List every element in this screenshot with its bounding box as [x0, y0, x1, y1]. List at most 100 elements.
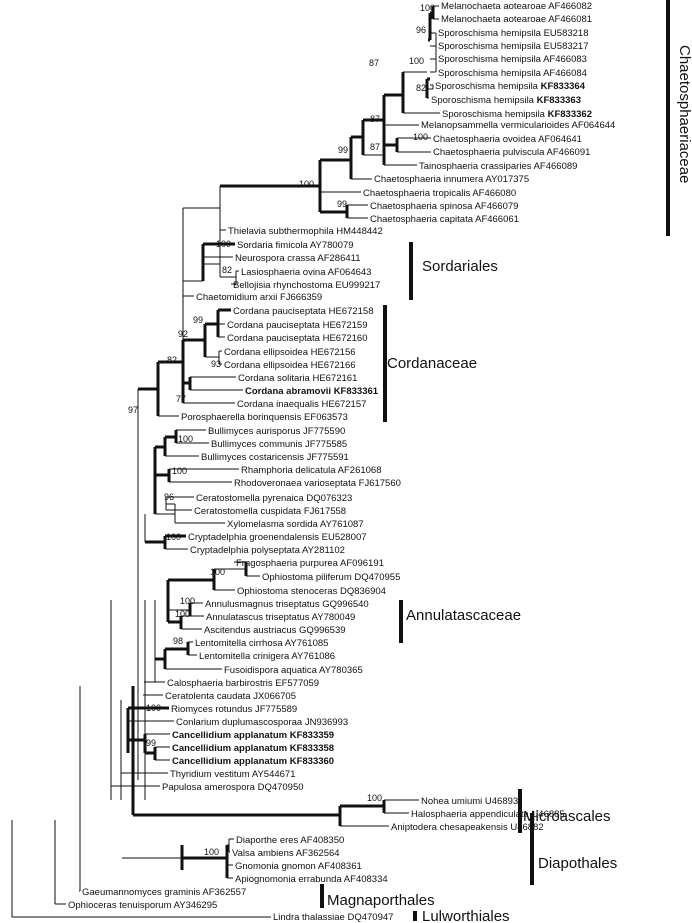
taxon-label: Aniptodera chesapeakensis U46882 [391, 822, 544, 833]
taxon-label: Rhodoveronaea varioseptata FJ617560 [234, 478, 401, 489]
taxon-label: Lentomitella cirrhosa AY761085 [195, 638, 328, 649]
taxon-label: Sporoschisma hemipsila AF466084 [438, 68, 587, 79]
taxon-label: Cryptadelphia polyseptata AY281102 [190, 545, 345, 556]
taxon-label: Riomyces rotundus JF775589 [171, 704, 297, 715]
taxon-name: Sporoschisma hemipsila [442, 109, 546, 120]
support-value: 99 [337, 199, 347, 209]
clade-bars [320, 0, 670, 921]
taxon-label: Sporoschisma hemipsila KF833364 [435, 81, 586, 92]
support-value: 99 [146, 738, 156, 748]
taxon-label: Sporoschisma hemipsila EU583217 [438, 41, 589, 52]
taxon-label: Tainosphaeria crassiparies AF466089 [419, 161, 577, 172]
support-value: 87 [370, 142, 380, 152]
taxon-label: Neurospora crassa AF286411 [235, 253, 361, 264]
taxon-label: Melanochaeta aotearoae AF466081 [441, 14, 592, 25]
taxon-accession: KF833362 [548, 109, 592, 120]
taxon-label: Ascitendus austriacus GQ996539 [204, 625, 346, 636]
taxon-label: Cordana ellipsoidea HE672166 [224, 360, 356, 371]
taxon-label: Thielavia subthermophila HM448442 [228, 226, 383, 237]
taxon-label: Melanochaeta aotearoae AF466082 [441, 1, 592, 12]
group-label-sordariales: Sordariales [422, 258, 498, 275]
taxon-label: Porosphaerella borinquensis EF063573 [181, 412, 348, 423]
taxon-label: Xylomelasma sordida AY761087 [227, 519, 364, 530]
tree-branches [11, 5, 440, 918]
taxon-accession: KF833363 [537, 95, 581, 106]
taxon-label: Halosphaeria appendiculata U46885 [411, 809, 565, 820]
taxon-label: Cancellidium applanatum KF833360 [172, 756, 334, 767]
taxon-label: Cordana inaequalis HE672157 [237, 399, 366, 410]
taxon-label: Chaetosphaeria tropicalis AF466080 [363, 188, 516, 199]
taxon-label: Chaetosphaeria pulviscula AF466091 [433, 147, 590, 158]
taxon-label: Ceratostomella cuspidata FJ617558 [194, 506, 346, 517]
taxon-label: Fragosphaeria purpurea AF096191 [236, 558, 384, 569]
taxon-label: Sporoschisma hemipsila EU583218 [438, 28, 589, 39]
taxon-label: Bullimyces communis JF775585 [211, 439, 347, 450]
group-label-magnaporthales: Magnaporthales [327, 892, 435, 909]
taxon-label: Cordana solitaria HE672161 [238, 373, 357, 384]
taxon-label: Lentomitella crinigera AY761086 [199, 651, 335, 662]
support-value: 77 [176, 394, 186, 404]
support-value: 100 [178, 434, 193, 444]
support-value: 100 [146, 703, 161, 713]
support-value: 96 [416, 25, 426, 35]
taxon-label: Valsa ambiens AF362564 [232, 848, 340, 859]
support-value: 99 [338, 145, 348, 155]
taxon-label: Diaporthe eres AF408350 [236, 835, 344, 846]
taxon-label: Nohea umiumi U46893 [421, 796, 518, 807]
taxon-label: Ceratostomella pyrenaica DQ076323 [196, 493, 352, 504]
taxon-label: Cordana pauciseptata HE672160 [227, 333, 368, 344]
taxon-label: Annulusmagnus triseptatus GQ996540 [205, 599, 369, 610]
clade-bar [518, 789, 522, 833]
taxon-label: Cordana abramovii KF833361 [245, 386, 379, 397]
support-value: 100 [413, 132, 428, 142]
taxon-label: Rhamphoria delicatula AF261068 [241, 465, 381, 476]
taxon-label: Chaetosphaeria innumera AY017375 [374, 174, 529, 185]
taxon-label: Ceratolenta caudata JX066705 [165, 691, 296, 702]
taxon-label: Bellojisia rhynchostoma EU999217 [233, 280, 380, 291]
support-value: 96 [164, 492, 174, 502]
support-value: 100 [409, 56, 424, 66]
taxon-label: Cancellidium applanatum KF833358 [172, 743, 334, 754]
taxon-label: Cancellidium applanatum KF833359 [172, 730, 334, 741]
taxon-label: Gnomonia gnomon AF408361 [235, 861, 362, 872]
taxon-label: Cordana pauciseptata HE672159 [227, 320, 368, 331]
group-label-microascales: Microascales [523, 808, 611, 825]
taxon-label: Ophiostoma piliferum DQ470955 [262, 572, 400, 583]
taxon-label: Chaetosphaeria capitata AF466061 [370, 214, 519, 225]
taxon-name: Sporoschisma hemipsila [435, 81, 539, 92]
taxon-name: Sporoschisma hemipsila [431, 95, 535, 106]
support-value: 100 [175, 609, 190, 619]
taxon-label: Lindra thalassiae DQ470947 [273, 912, 393, 923]
taxon-label: Thyridium vestitum AY544671 [170, 769, 296, 780]
taxon-label: Annulatascus triseptatus AY780049 [206, 612, 355, 623]
support-values: 100 96 100 82 87 100 87 87 99 100 99 100… [128, 3, 435, 857]
taxon-label: Sporoschisma hemipsila KF833363 [431, 95, 581, 106]
support-value: 99 [193, 315, 203, 325]
taxon-label: Chaetosphaeria ovoidea AF064641 [433, 134, 582, 145]
taxon-label: Lasiosphaeria ovina AF064643 [241, 267, 371, 278]
clade-bar [530, 813, 534, 885]
taxon-label: Conlarium duplumascosporaa JN936993 [176, 717, 348, 728]
taxon-label: Apiognomonia errabunda AF408334 [235, 874, 388, 885]
support-value: 100 [367, 793, 382, 803]
support-value: 87 [370, 114, 380, 124]
clade-bar [399, 600, 403, 643]
taxon-label: Gaeumannomyces graminis AF362557 [82, 887, 246, 898]
clade-bar [383, 305, 387, 422]
clade-labels: Chaetosphaeriaceae Sordariales Cordanace… [327, 45, 692, 923]
clade-bar [320, 884, 324, 908]
taxon-label: Papulosa amerospora DQ470950 [162, 782, 304, 793]
clade-bar [666, 0, 670, 236]
support-value: 100 [172, 466, 187, 476]
clade-bar [413, 911, 417, 921]
group-label-lulworthiales: Lulworthiales [422, 908, 510, 923]
taxon-label: Melanopsammella vermicularioides AF06464… [421, 120, 615, 131]
support-value: 100 [216, 239, 231, 249]
support-value: 87 [369, 58, 379, 68]
support-value: 98 [173, 636, 183, 646]
support-value: 82 [222, 265, 232, 275]
clade-bar [409, 242, 413, 300]
support-value: 92 [178, 329, 188, 339]
taxon-label: Ophiostoma stenoceras DQ836904 [237, 586, 386, 597]
